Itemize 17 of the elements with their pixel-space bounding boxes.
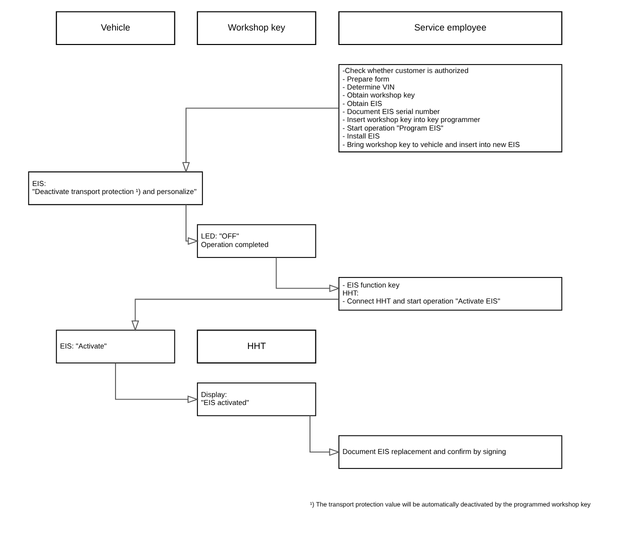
- node-box: EIS: "Deactivate transport protection ¹) and personalize": [28, 171, 202, 206]
- node-box: LED: "OFF" Operation completed: [196, 224, 316, 258]
- node-box: Vehicle: [55, 11, 175, 46]
- node-box: Document EIS replacement and confirm by signing: [338, 435, 562, 469]
- node-box: EIS: "Activate": [55, 330, 175, 364]
- arrow: [275, 257, 340, 292]
- node-box: -Check whether customer is authorized - Prepare form - Determine VIN - Obtain workshop key - Obtain EIS - Document EIS serial number - Insert workshop key into key programmer - Start operation "Program EIS" - Install EIS - Bring workshop key to vehicle and insert into new EIS: [338, 64, 562, 152]
- arrow: [130, 298, 339, 332]
- node-box: Service employee: [338, 11, 562, 46]
- node-box: - EIS function key HHT: - Connect HHT and start operation "Activate EIS": [338, 276, 562, 311]
- arrow: [309, 415, 340, 456]
- arrow: [114, 362, 198, 404]
- node-box: HHT: [196, 330, 316, 364]
- node-box: Display: "EIS activated": [196, 382, 316, 416]
- node-box: Workshop key: [196, 11, 316, 46]
- arrow: [182, 108, 339, 174]
- arrow: [185, 204, 198, 245]
